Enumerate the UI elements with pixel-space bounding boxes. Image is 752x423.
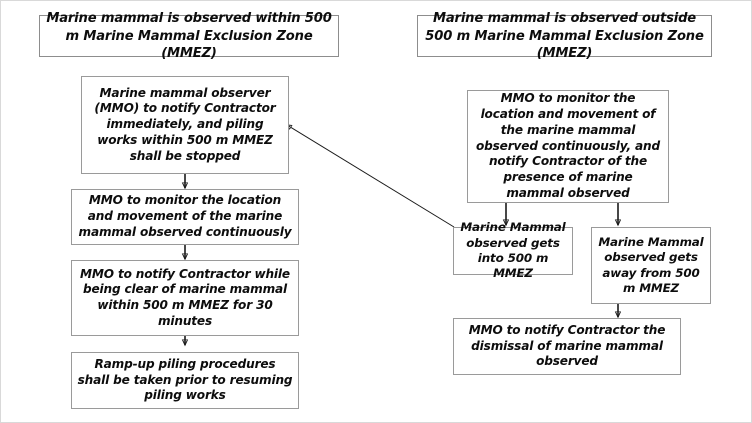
outcome-gets-into: Marine Mammal observed gets into 500 m M… [453, 220, 573, 280]
left-branch-header-text: Marine mammal is observed within 500 m M… [46, 11, 332, 61]
left-step-2: MMO to monitor the location and movement… [71, 189, 299, 245]
outcome-gets-into-text: Marine Mammal observed gets into 500 m M… [460, 220, 566, 281]
left-step-3: MMO to notify Contractor while being cle… [71, 260, 299, 336]
left-step-1-text: Marine mammal observer (MMO) to notify C… [94, 85, 276, 163]
left-step-1: Marine mammal observer (MMO) to notify C… [81, 76, 289, 174]
right-monitor-step-text: MMO to monitor the location and movement… [475, 91, 661, 200]
left-step-4-text: Ramp-up piling procedures shall be taken… [77, 356, 293, 403]
right-monitor-step: MMO to monitor the location and movement… [467, 90, 669, 203]
outcome-gets-away: Marine Mammal observed gets away from 50… [591, 227, 711, 304]
outcome-gets-away-text: Marine Mammal observed gets away from 50… [598, 234, 704, 295]
left-step-3-text: MMO to notify Contractor while being cle… [80, 266, 290, 328]
connector-cross-branch-diagonal [287, 125, 455, 228]
right-branch-header-text: Marine mammal is observed outside 500 m … [425, 11, 704, 61]
left-step-4: Ramp-up piling procedures shall be taken… [71, 352, 299, 409]
right-final-step: MMO to notify Contractor the dismissal o… [453, 318, 681, 375]
right-branch-header: Marine mammal is observed outside 500 m … [417, 11, 712, 61]
right-final-step-text: MMO to notify Contractor the dismissal o… [468, 322, 666, 369]
left-branch-header: Marine mammal is observed within 500 m M… [39, 11, 339, 61]
left-step-2-text: MMO to monitor the location and movement… [78, 193, 292, 239]
